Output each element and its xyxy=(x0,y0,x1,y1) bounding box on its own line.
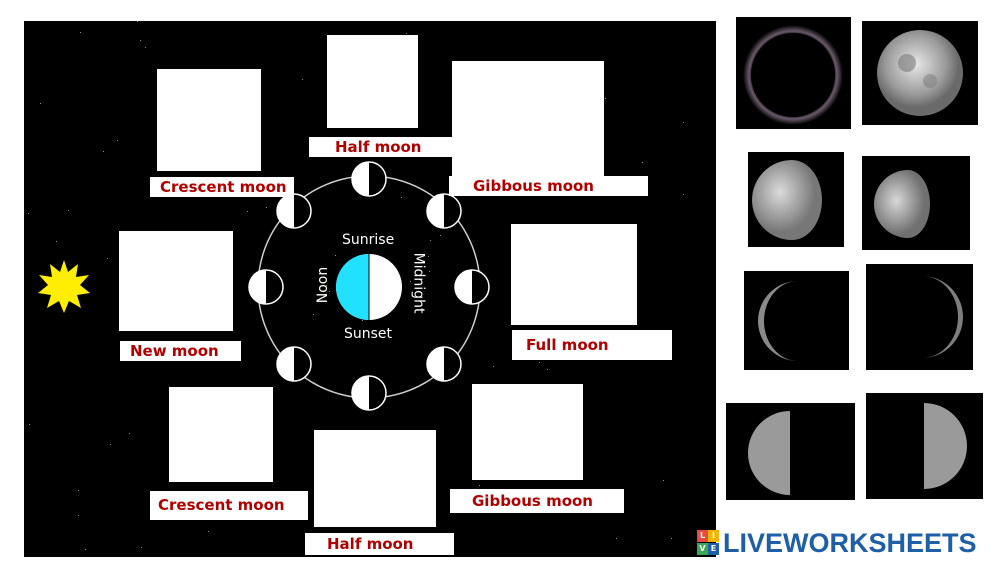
star-dot xyxy=(302,79,303,80)
star-dot xyxy=(326,285,327,286)
worksheet-board: Sunrise Sunset Noon Midnight Crescent mo… xyxy=(24,21,716,557)
star-dot xyxy=(208,531,209,532)
moon-image-new[interactable] xyxy=(736,17,851,129)
drop-zone-crescent-top[interactable] xyxy=(157,69,261,171)
label-full-moon: Full moon xyxy=(512,330,672,360)
moon-position-top-left xyxy=(276,193,312,229)
star-dot xyxy=(107,258,108,259)
moon-image-gibbous-1[interactable] xyxy=(748,152,844,247)
label-crescent-moon-bottom: Crescent moon xyxy=(150,491,308,520)
moon-position-right xyxy=(454,269,490,305)
star-dot xyxy=(539,362,540,363)
star-dot xyxy=(616,538,617,539)
midnight-label: Midnight xyxy=(410,252,427,314)
liveworksheets-logo: L I V E LIVEWORKSHEETS xyxy=(697,528,997,558)
star-dot xyxy=(140,40,141,41)
star-dot xyxy=(266,207,267,208)
drop-zone-half-top[interactable] xyxy=(327,35,418,128)
sunrise-label: Sunrise xyxy=(342,232,395,248)
star-dot xyxy=(671,538,672,539)
star-dot xyxy=(85,549,86,550)
star-dot xyxy=(145,47,146,48)
star-dot xyxy=(547,369,548,370)
star-dot xyxy=(605,98,606,99)
label-new-moon: New moon xyxy=(120,341,241,361)
label-half-moon-bottom: Half moon xyxy=(305,533,454,555)
drop-zone-gibbous-bottom[interactable] xyxy=(472,384,583,480)
star-dot xyxy=(440,235,441,236)
star-dot xyxy=(479,485,480,486)
label-crescent-moon-top: Crescent moon xyxy=(150,177,294,197)
star-dot xyxy=(141,547,142,548)
star-dot xyxy=(428,256,429,257)
star-dot xyxy=(401,197,402,198)
moon-position-left xyxy=(248,269,284,305)
star-dot xyxy=(137,21,138,22)
star-dot xyxy=(642,162,643,163)
star-dot xyxy=(429,271,430,272)
logo-text: LIVEWORKSHEETS xyxy=(723,528,977,558)
drop-zone-gibbous-top[interactable] xyxy=(452,61,604,177)
star-dot xyxy=(329,291,330,292)
label-gibbous-moon-top: Gibbous moon xyxy=(449,176,648,196)
moon-image-half-1[interactable] xyxy=(726,403,855,500)
drop-zone-half-bottom[interactable] xyxy=(314,430,436,527)
label-gibbous-moon-bottom: Gibbous moon xyxy=(450,489,624,513)
sunset-label: Sunset xyxy=(344,326,393,342)
moon-image-full[interactable] xyxy=(862,21,978,125)
star-dot xyxy=(78,490,79,491)
star-dot xyxy=(493,366,494,367)
star-dot xyxy=(410,281,411,282)
star-dot xyxy=(353,242,354,243)
moon-image-crescent-2[interactable] xyxy=(866,264,973,370)
star-dot xyxy=(28,213,29,214)
drop-zone-crescent-bottom[interactable] xyxy=(169,387,273,482)
star-dot xyxy=(683,122,684,123)
logo-letter-l: L xyxy=(697,530,708,542)
star-dot xyxy=(129,433,130,434)
star-dot xyxy=(78,515,79,516)
moon-position-top-right xyxy=(426,193,462,229)
star-dot xyxy=(683,194,684,195)
drop-zone-full[interactable] xyxy=(511,224,637,325)
star-dot xyxy=(117,140,118,141)
moon-image-half-2[interactable] xyxy=(866,393,983,499)
logo-letter-v: V xyxy=(697,543,708,555)
star-dot xyxy=(80,32,81,33)
star-dot xyxy=(663,480,664,481)
star-dot xyxy=(430,240,431,241)
star-dot xyxy=(29,424,30,425)
star-dot xyxy=(313,314,314,315)
star-dot xyxy=(406,33,407,34)
sun-icon xyxy=(38,260,90,313)
star-dot xyxy=(68,210,69,211)
noon-label: Noon xyxy=(315,266,332,304)
label-half-moon-top: Half moon xyxy=(309,137,459,157)
moon-image-crescent-1[interactable] xyxy=(744,271,849,370)
star-dot xyxy=(40,103,41,104)
moon-position-bottom-right xyxy=(426,346,462,382)
moon-position-bottom-left xyxy=(276,346,312,382)
moon-position-top xyxy=(351,161,387,197)
logo-letter-e: E xyxy=(708,543,719,555)
logo-letter-i: I xyxy=(708,530,719,542)
star-dot xyxy=(247,211,248,212)
star-dot xyxy=(362,320,363,321)
moon-image-gibbous-2[interactable] xyxy=(862,156,970,250)
star-dot xyxy=(103,151,104,152)
moon-position-bottom xyxy=(351,375,387,411)
star-dot xyxy=(110,444,111,445)
logo-icon: L I V E xyxy=(697,530,719,556)
star-dot xyxy=(56,241,57,242)
star-dot xyxy=(335,255,336,256)
drop-zone-new[interactable] xyxy=(119,231,233,331)
